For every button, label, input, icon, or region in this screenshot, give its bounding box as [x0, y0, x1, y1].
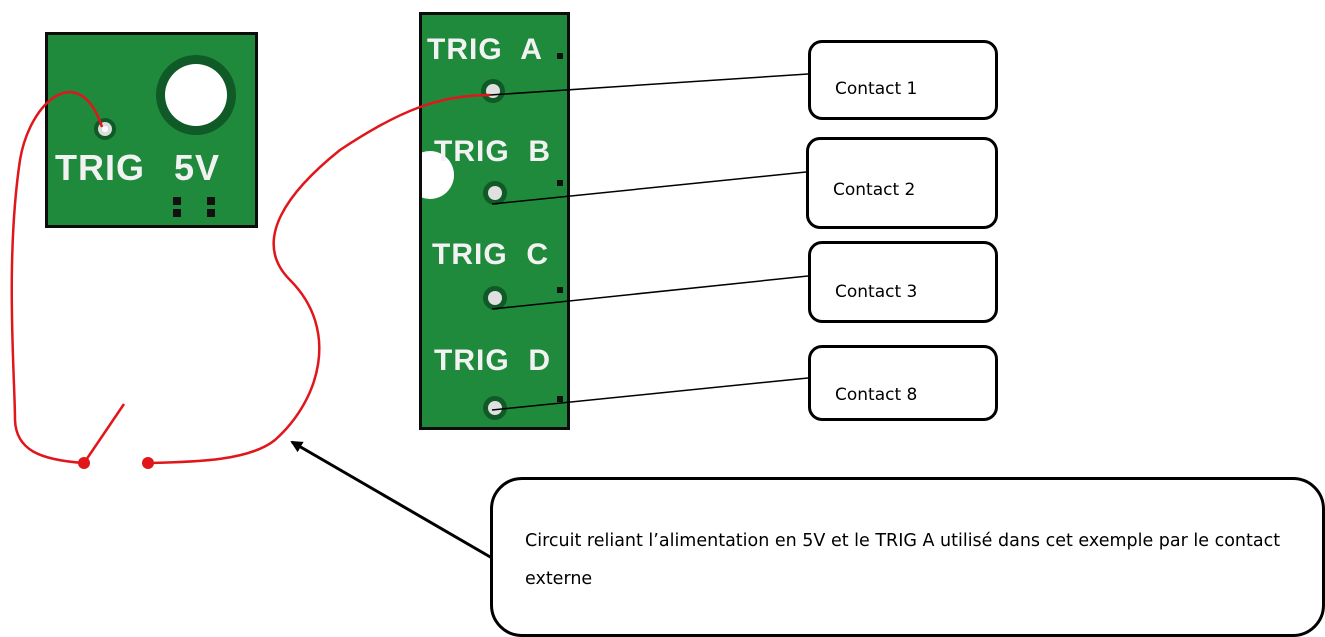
- silk-label-trig-c: TRIG C: [432, 238, 549, 271]
- silk-label-trig-a: TRIG A: [427, 33, 543, 66]
- silk-label-trig: TRIG: [55, 147, 145, 188]
- pad-trig-b: [483, 181, 507, 205]
- leader-line-contact-1: [489, 73, 809, 96]
- callout-label: Contact 8: [835, 385, 918, 405]
- via: [173, 197, 181, 205]
- pcb-photo-trig-5v: TRIG 5V: [45, 32, 258, 228]
- callout-label: Contact 3: [835, 282, 918, 302]
- silk-label-trig-d: TRIG D: [434, 344, 551, 377]
- pad-trig-c: [483, 286, 507, 310]
- callout-label: Contact 2: [833, 180, 916, 200]
- via: [207, 197, 215, 205]
- pcb-photo-trig-abcd: TRIG A TRIG B TRIG C TRIG D: [419, 12, 570, 430]
- pad-trig-d: [483, 396, 507, 420]
- switch-lever: [82, 403, 126, 464]
- leader-line-contact-3: [491, 275, 809, 310]
- callout-contact-3: Contact 3: [808, 241, 998, 323]
- callout-label: Contact 1: [835, 79, 918, 99]
- leader-line-contact-2: [491, 171, 807, 205]
- callout-contact-2: Contact 2: [806, 137, 998, 229]
- switch-terminal-left: [78, 457, 90, 469]
- mounting-hole: [165, 64, 227, 126]
- note-box: Circuit reliant l’alimentation en 5V et …: [490, 477, 1325, 637]
- mounting-hole-partial: [422, 151, 454, 199]
- via: [173, 209, 181, 217]
- note-text: Circuit reliant l’alimentation en 5V et …: [525, 531, 1281, 589]
- arrow-note-to-circuit: [290, 440, 493, 560]
- callout-contact-8: Contact 8: [808, 345, 998, 421]
- wire-5v: [10, 90, 104, 465]
- pcb-left-art: [94, 55, 236, 217]
- leader-line-contact-8: [491, 377, 809, 411]
- wire-trig-a: [147, 93, 491, 465]
- silk-label-trig-b: TRIG B: [434, 135, 551, 168]
- switch-terminal-right: [142, 457, 154, 469]
- via: [207, 209, 215, 217]
- callout-contact-1: Contact 1: [808, 40, 998, 120]
- silk-label-5v: 5V: [174, 147, 221, 188]
